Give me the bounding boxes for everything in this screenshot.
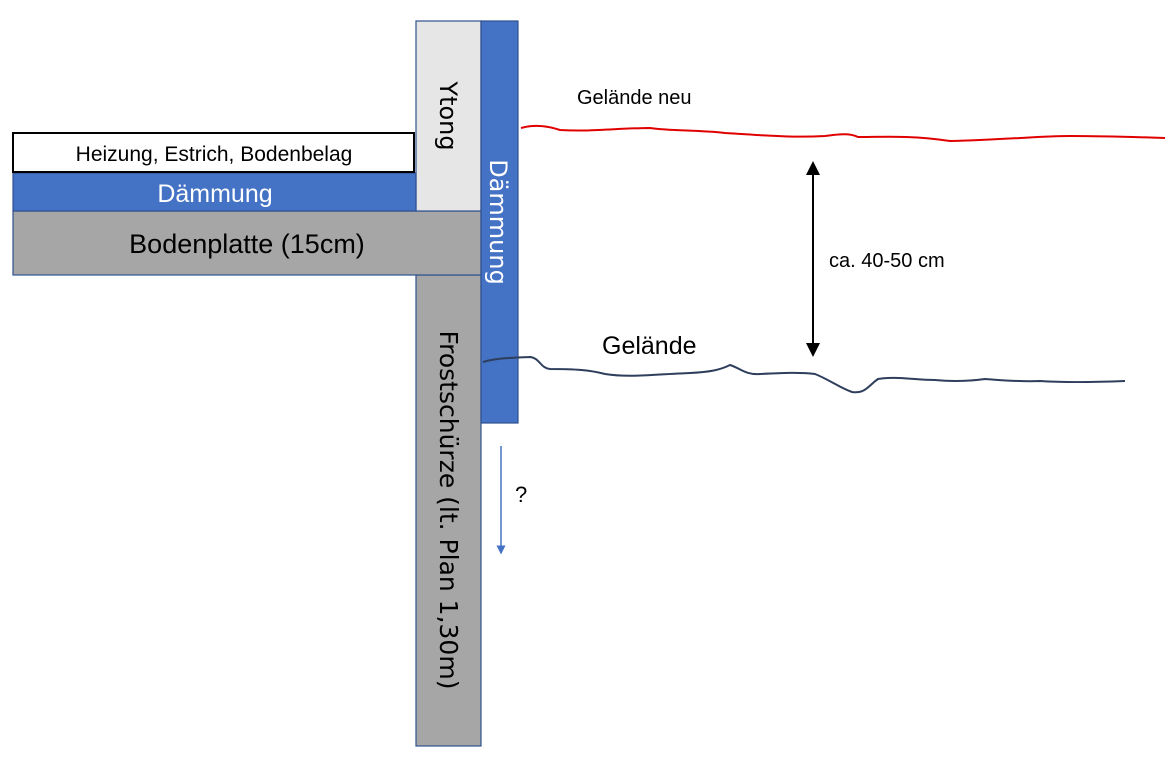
floor-insulation-label: Dämmung xyxy=(157,180,272,208)
floor-buildup-label: Heizung, Estrich, Bodenbelag xyxy=(76,143,353,166)
ytong-label: Ytong xyxy=(434,80,462,150)
question-mark-label: ? xyxy=(515,482,527,507)
ytong-wall-block xyxy=(415,20,482,212)
floor-buildup-block xyxy=(12,132,415,173)
floor-insulation-block xyxy=(12,172,417,212)
new-ground-line xyxy=(520,124,1166,143)
floor-slab-block xyxy=(12,210,482,276)
frost-skirt-block xyxy=(415,274,482,747)
wall-insulation-label: Dämmung xyxy=(484,159,512,285)
new-ground-label: Gelände neu xyxy=(577,87,692,109)
ground-label: Gelände xyxy=(602,332,697,360)
height-dimension-label: ca. 40-50 cm xyxy=(829,250,945,272)
frost-skirt-label: Frostschürze (lt. Plan 1,30m) xyxy=(434,331,463,690)
ground-line xyxy=(482,355,1126,394)
wall-insulation-block xyxy=(480,20,519,424)
slab-label: Bodenplatte (15cm) xyxy=(129,229,365,259)
